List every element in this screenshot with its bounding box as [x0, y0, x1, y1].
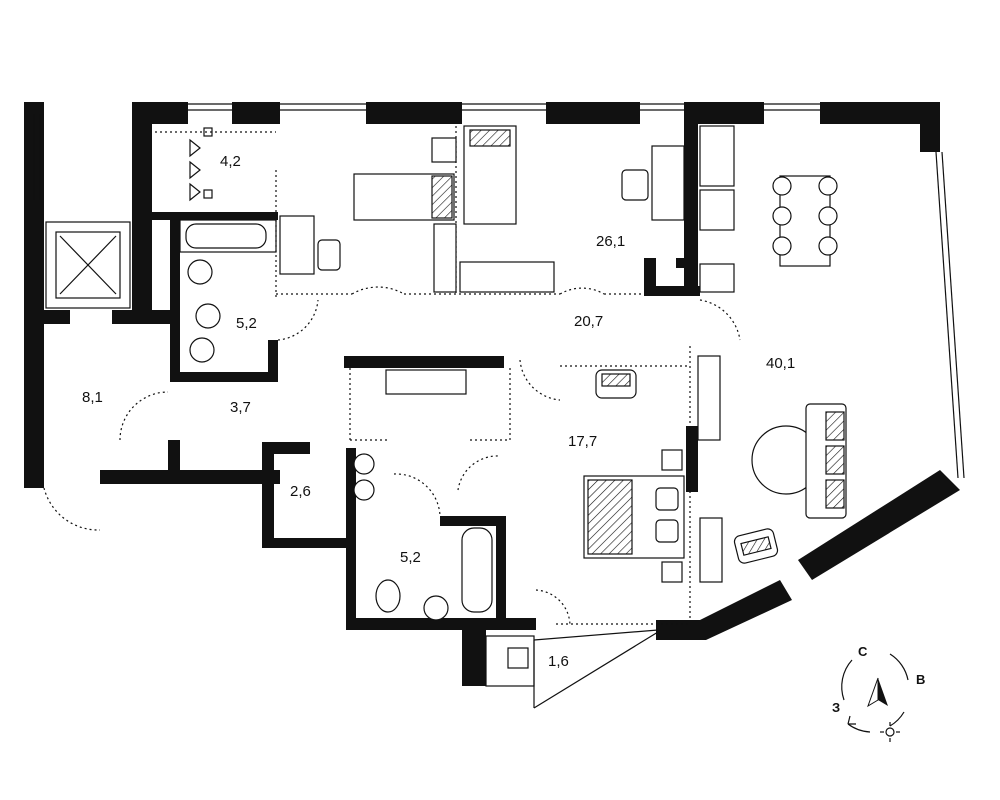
room-j-area: 5,2 — [400, 549, 421, 566]
room-i-area: 2,6 — [290, 483, 311, 500]
zone-boundaries — [150, 126, 691, 625]
doors — [43, 286, 741, 627]
furniture — [185, 125, 847, 669]
area-labels: 4,2 5,2 26,1 20,7 40,1 8,1 3,7 17,7 2,6 … — [82, 153, 795, 670]
room-c-area: 26,1 — [596, 233, 625, 250]
outer-walls — [24, 102, 960, 640]
north-arrow-icon — [867, 677, 888, 708]
room-f-area: 8,1 — [82, 389, 103, 406]
room-a-area: 4,2 — [220, 153, 241, 170]
room-b-area: 5,2 — [236, 315, 257, 332]
room-g-area: 3,7 — [230, 399, 251, 416]
room-h-area: 17,7 — [568, 433, 597, 450]
compass-north: С — [858, 644, 868, 659]
room-k-area: 1,6 — [548, 653, 569, 670]
compass-east: В — [916, 672, 925, 687]
hanger-icon — [189, 127, 213, 202]
room-e-area: 40,1 — [766, 355, 795, 372]
compass: С В З — [832, 644, 925, 742]
compass-west: З — [832, 700, 840, 715]
inner-walls — [44, 122, 700, 687]
sun-icon — [880, 722, 900, 742]
room-d-area: 20,7 — [574, 313, 603, 330]
